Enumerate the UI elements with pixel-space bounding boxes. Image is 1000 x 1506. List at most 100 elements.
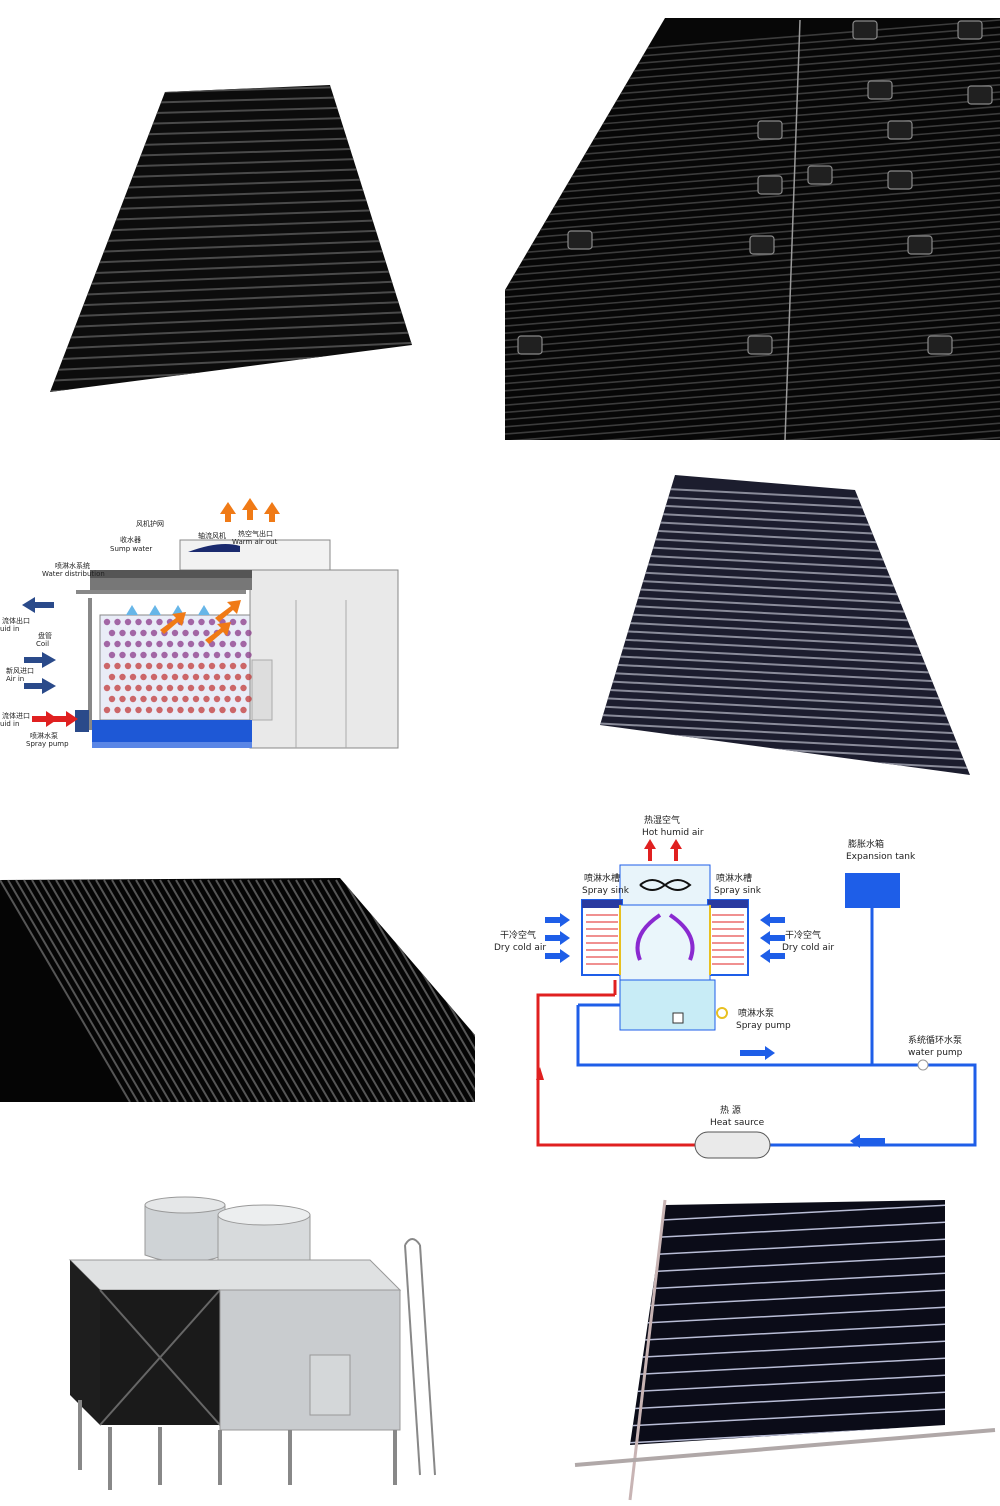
coil-tube	[145, 618, 153, 626]
fluid-in-label-cn: 流体进口	[2, 711, 30, 720]
coil-tube	[234, 651, 242, 659]
hanger-clip	[757, 175, 783, 195]
coil-tube	[182, 673, 189, 681]
coil-label: Coil	[36, 640, 49, 648]
hanger-clip	[927, 335, 953, 355]
spray-pump-label: Spray pump	[26, 740, 69, 748]
coil-tube	[219, 640, 226, 648]
fill-rib	[50, 341, 412, 361]
coil-label-cn: 盘管	[38, 631, 52, 640]
coil-tube	[135, 706, 142, 714]
coil-tube	[103, 618, 111, 626]
dry-air-left-label-cn: 干冷空气	[500, 929, 536, 941]
spray-sink-right-label: Spray sink	[714, 886, 762, 896]
fill-rib	[600, 654, 970, 676]
fill-rib	[505, 264, 1000, 306]
fill-sheet-photo-2	[500, 0, 1000, 440]
fill-rib	[505, 386, 1000, 428]
fill-rib	[135, 879, 267, 1102]
coil-tube	[124, 662, 132, 670]
coil-tube	[208, 684, 216, 692]
fill-rib	[79, 879, 211, 1102]
fill-rib	[50, 279, 412, 298]
coil-tube	[119, 673, 126, 681]
coil-tube	[224, 695, 231, 703]
fill-rib	[50, 320, 412, 340]
coil-tube	[187, 662, 195, 670]
warm-air-arrows	[220, 498, 280, 522]
fill-rib	[247, 879, 379, 1102]
fill-rib	[7, 879, 139, 1102]
coil-tube	[156, 618, 163, 626]
hanger-clip	[807, 165, 833, 185]
coil-tube	[108, 629, 116, 637]
coil-tube	[156, 684, 163, 692]
fill-rib	[207, 879, 339, 1102]
water-pump-label-cn: 系统循环水泵	[908, 1034, 962, 1046]
hanger-clip	[887, 170, 913, 190]
coil-tube	[150, 673, 158, 681]
fill-rib	[255, 879, 387, 1102]
fill-rib	[50, 248, 412, 266]
fill-sheet-photo-1	[0, 0, 500, 440]
fill-rib	[263, 879, 395, 1102]
fill-rib	[630, 1374, 945, 1393]
fill-rib	[319, 879, 451, 1102]
coil-tube	[240, 618, 247, 626]
coil-tube	[198, 684, 205, 692]
fill-rib	[505, 429, 1000, 440]
coil-tube	[208, 662, 216, 670]
coil-tube	[145, 640, 153, 648]
fill-rib	[600, 688, 970, 710]
coil-tube	[187, 640, 195, 648]
coil-tube	[108, 651, 116, 659]
coil-tube	[229, 706, 237, 714]
fill-rib	[0, 879, 131, 1102]
fill-rib	[505, 163, 1000, 205]
coil-tube	[219, 706, 226, 714]
heat-source-label: Heat saurce	[710, 1118, 765, 1128]
fluid-out-label: uid in	[0, 625, 19, 633]
coil-tube	[234, 695, 242, 703]
hanger-clip	[907, 235, 933, 255]
fill-rib	[327, 879, 459, 1102]
coil-tube	[177, 684, 184, 692]
fill-rib	[199, 879, 331, 1102]
coil-tube	[145, 662, 153, 670]
dry-air-right-label-cn: 干冷空气	[785, 929, 821, 941]
fill-rib	[311, 879, 443, 1102]
coil-tube	[240, 684, 247, 692]
fill-rib	[111, 879, 243, 1102]
coil-tube	[182, 651, 189, 659]
fill-rib	[23, 879, 155, 1102]
fill-rib	[50, 290, 412, 308]
axial-fan-label: 轴流风机	[198, 531, 226, 540]
coil-tube	[140, 695, 147, 703]
fill-rib	[505, 156, 1000, 198]
coil-tube	[192, 651, 200, 659]
fill-rib	[335, 879, 467, 1102]
fill-rib	[55, 879, 187, 1102]
fill-rib	[630, 1255, 945, 1274]
fill-rib	[505, 415, 1000, 440]
fill-rib	[50, 310, 412, 330]
coil-tube	[171, 695, 179, 703]
fill-rib	[630, 1391, 945, 1410]
heat-source-label-cn: 热 源	[720, 1104, 741, 1116]
fill-rib	[215, 879, 347, 1102]
coil-tube	[171, 673, 179, 681]
coil-tube	[192, 695, 200, 703]
fill-rib	[191, 879, 323, 1102]
hanger-clip	[852, 20, 878, 40]
coil-tube	[103, 684, 111, 692]
fill-rib	[183, 879, 315, 1102]
coil-tube	[108, 695, 116, 703]
coil-tube	[166, 640, 174, 648]
hanger-clip	[967, 85, 993, 105]
coil-tube	[129, 651, 137, 659]
fill-sheet-photo-5	[570, 1195, 1000, 1506]
coil-tube	[114, 618, 121, 626]
coil-tube	[240, 706, 247, 714]
expansion-tank-label: Expansion tank	[846, 852, 916, 862]
coil-tube	[203, 695, 210, 703]
